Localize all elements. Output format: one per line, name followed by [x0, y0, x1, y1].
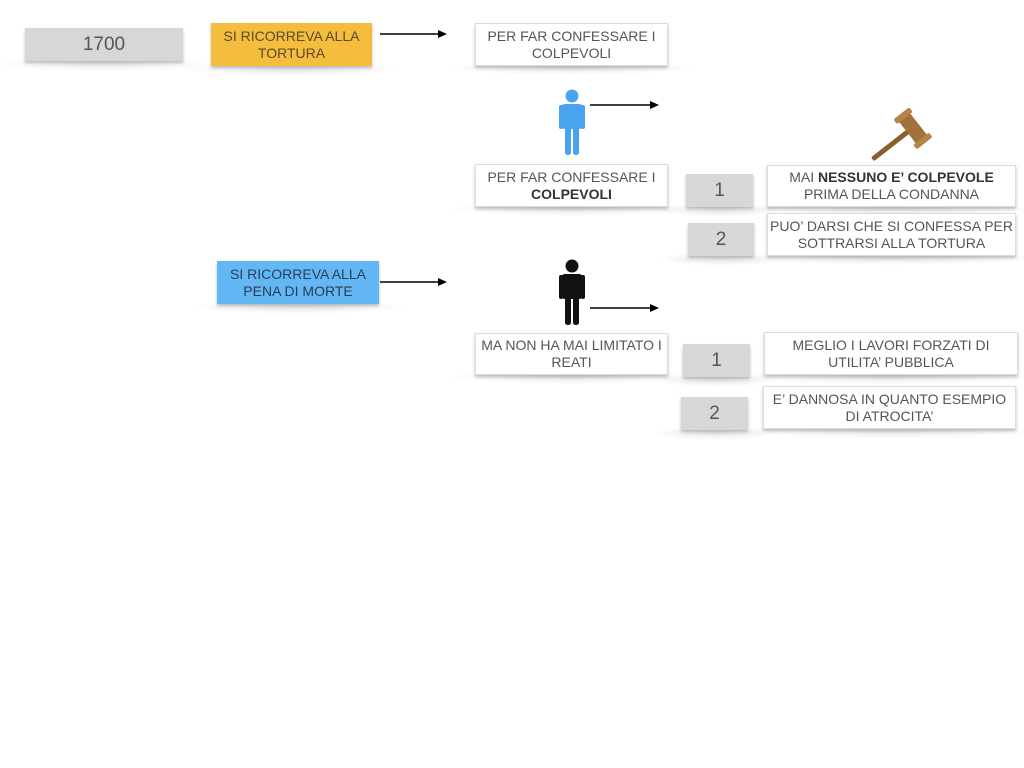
death-penalty-critique-label: MA NON HA MAI LIMITATO I REATI — [481, 337, 662, 370]
death-point-1-number: 1 — [653, 344, 780, 387]
torture-purpose-box: PER FAR CONFESSARE I COLPEVOLI — [446, 23, 697, 75]
torture-point-2-box: PUO’ DARSI CHE SI CONFESSA PER SOTTRARSI… — [738, 213, 1024, 265]
person-icon — [559, 259, 585, 325]
torture-point-2-number: 2 — [658, 223, 784, 266]
death-penalty-critique-box: MA NON HA MAI LIMITATO I REATI — [446, 333, 697, 384]
person-icon — [559, 89, 585, 155]
torture-point-1-bold: NESSUNO E’ COLPEVOLE — [817, 169, 994, 185]
death-point-2-box: E’ DANNOSA IN QUANTO ESEMPIO DI ATROCITA… — [734, 386, 1024, 438]
death-point-1-label: MEGLIO I LAVORI FORZATI DI UTILITA’ PUBB… — [792, 336, 990, 370]
torture-purpose-detail-bold: COLPEVOLI — [531, 185, 612, 202]
torture-point-1-box: MAI NESSUNO E’ COLPEVOLE PRIMA DELLA CON… — [738, 165, 1024, 216]
year-box: 1700 — [0, 28, 213, 71]
torture-point-2-label: PUO’ DARSI CHE SI CONFESSA PER SOTTRARSI… — [770, 217, 1013, 251]
arrow-right-icon — [590, 304, 659, 312]
death-penalty-practice-box: SI RICORREVA ALLA PENA DI MORTE — [187, 261, 409, 314]
torture-point-1-pre: MAI — [789, 169, 818, 185]
torture-practice-box: SI RICORREVA ALLA TORTURA — [181, 23, 402, 76]
torture-practice-label: SI RICORREVA ALLA TORTURA — [223, 27, 360, 61]
torture-point-1-number: 1 — [656, 174, 783, 217]
gavel-icon — [871, 107, 932, 161]
arrow-right-icon — [380, 30, 447, 38]
torture-purpose-label: PER FAR CONFESSARE I COLPEVOLI — [487, 27, 656, 61]
death-point-2-label: E’ DANNOSA IN QUANTO ESEMPIO DI ATROCITA… — [772, 390, 1007, 424]
death-point-2-number: 2 — [651, 397, 778, 440]
arrow-right-icon — [590, 101, 659, 109]
torture-point-1-post: PRIMA DELLA CONDANNA — [803, 186, 980, 202]
death-penalty-practice-label: SI RICORREVA ALLA PENA DI MORTE — [230, 265, 366, 299]
torture-purpose-detail-box: PER FAR CONFESSARE I COLPEVOLI — [446, 164, 697, 216]
torture-purpose-detail-prefix: PER FAR CONFESSARE I — [487, 168, 656, 185]
year-label: 1700 — [82, 34, 126, 55]
death-point-1-box: MEGLIO I LAVORI FORZATI DI UTILITA’ PUBB… — [735, 332, 1024, 384]
arrow-right-icon — [380, 278, 447, 286]
